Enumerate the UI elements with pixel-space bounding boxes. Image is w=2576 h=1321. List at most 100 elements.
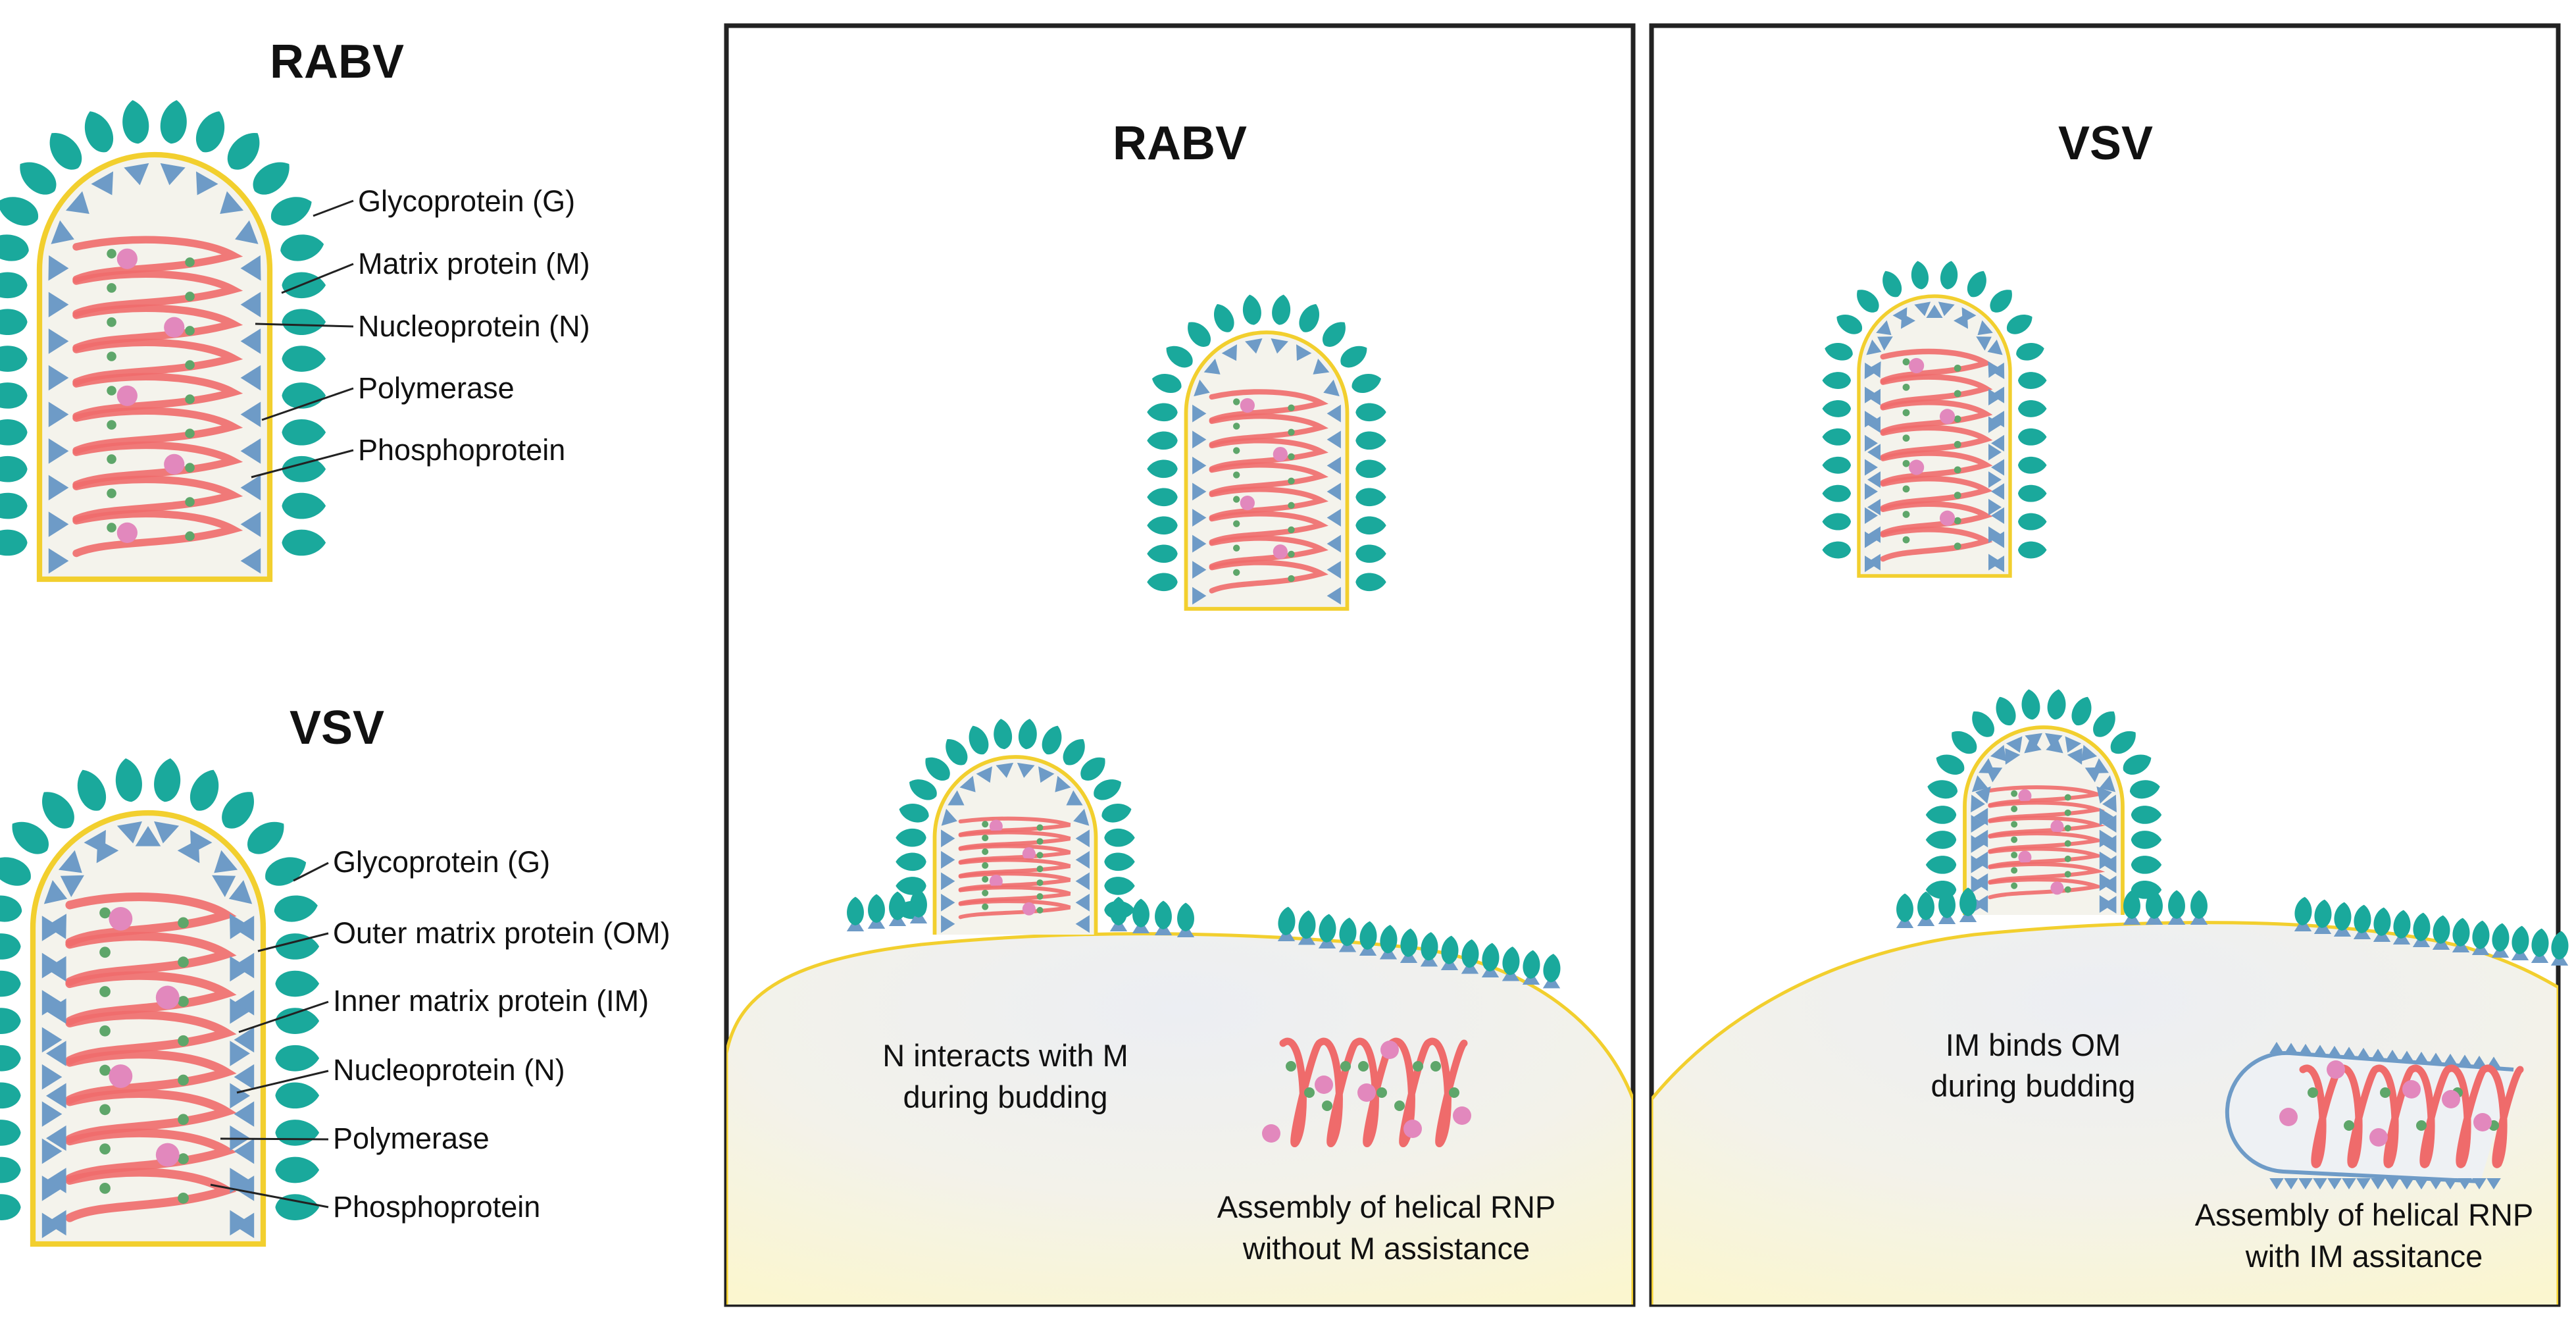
matrix-protein: [2298, 1178, 2313, 1190]
polymerase-dot: [1262, 1124, 1280, 1143]
matrix-protein: [2298, 1043, 2313, 1055]
matrix-protein: [1988, 471, 2002, 488]
polymerase-dot: [1939, 510, 1956, 526]
matrix-protein: [46, 998, 66, 1024]
glycoprotein-spike: [2131, 856, 2162, 874]
matrix-protein: [976, 766, 992, 783]
glycoprotein-spike: [1911, 261, 1929, 290]
glycoprotein-spike: [1355, 544, 1386, 563]
phosphoprotein-dot: [2064, 794, 2071, 801]
matrix-protein: [2284, 1043, 2298, 1054]
glycoprotein-spike: [1355, 516, 1386, 535]
glycoprotein-spike: [1319, 914, 1336, 943]
matrix-protein: [1977, 320, 1993, 336]
glycoprotein-spike: [1359, 921, 1377, 950]
phosphoprotein-dot: [2011, 790, 2018, 797]
rabv-host-cell: [726, 932, 1633, 1305]
rabv-budding-caption-line2: during budding: [903, 1079, 1108, 1114]
phosphoprotein-dot: [1902, 459, 1910, 467]
matrix-protein: [1313, 358, 1330, 375]
phosphoprotein-dot: [1286, 1061, 1296, 1072]
rabv-assembly-caption-line1: Assembly of helical RNP: [1217, 1189, 1556, 1224]
matrix-protein: [240, 365, 261, 391]
polymerase-dot: [1909, 357, 1925, 374]
matrix-protein: [1221, 344, 1237, 361]
glycoprotein-spike: [2018, 541, 2047, 559]
matrix-protein: [2371, 1049, 2385, 1060]
matrix-protein: [60, 875, 84, 898]
glycoprotein-spike: [49, 133, 82, 170]
glycoprotein-spike: [1242, 294, 1261, 325]
matrix-protein: [1971, 835, 1985, 853]
legend-vsv-virion: [0, 758, 320, 1247]
glycoprotein-spike: [1147, 459, 1178, 479]
rnp-coil-turn: [1880, 400, 1993, 435]
matrix-protein: [1938, 301, 1955, 317]
phosphoprotein-dot: [1288, 575, 1295, 583]
phosphoprotein-dot: [2416, 1120, 2427, 1131]
matrix-protein: [2327, 1178, 2342, 1190]
phosphoprotein-dot: [1954, 542, 1961, 550]
phosphoprotein-dot: [99, 907, 111, 919]
rnp-coil-turn: [2408, 1064, 2452, 1168]
polymerase-dot: [1380, 1041, 1399, 1059]
rabv-released-virion: [1147, 294, 1386, 611]
glycoprotein-spike: [0, 933, 21, 960]
phosphoprotein-dot: [1954, 492, 1961, 499]
matrix-protein: [229, 914, 250, 939]
phosphoprotein-dot: [1288, 453, 1295, 460]
rabv-budding-caption-line1: N interacts with M: [882, 1038, 1128, 1073]
matrix-protein: [46, 1083, 66, 1109]
phosphoprotein-dot: [1954, 440, 1961, 448]
matrix-protein: [1867, 444, 1881, 461]
matrix-protein: [2356, 1047, 2371, 1059]
matrix-protein: [1988, 498, 2002, 516]
glycoprotein-spike: [77, 769, 106, 811]
matrix-protein: [1326, 456, 1341, 475]
glycoprotein-spike: [1996, 696, 2016, 725]
rnp-coil-turn: [65, 931, 237, 987]
matrix-protein: [1991, 531, 2004, 548]
matrix-protein: [41, 1101, 63, 1127]
rnp-coil-turn: [65, 893, 237, 947]
rnp-coil-turn: [72, 407, 243, 455]
matrix-protein: [1867, 416, 1881, 433]
matrix-protein: [41, 1064, 63, 1090]
glycoprotein-spike: [1042, 725, 1062, 755]
vsv-panel: VSV IM binds OM during budding Assembly …: [1649, 23, 2569, 1307]
polymerase-dot: [2018, 850, 2032, 864]
glycoprotein-spike: [275, 933, 320, 960]
matrix-protein: [1073, 808, 1090, 826]
legend-vsv-label-glycoprotein: Glycoprotein (G): [333, 845, 550, 879]
matrix-protein: [1192, 534, 1207, 553]
matrix-protein: [2385, 1049, 2400, 1061]
glycoprotein-spike: [909, 779, 937, 800]
glycoprotein-spike: [0, 309, 28, 335]
matrix-protein: [1986, 767, 2003, 783]
glycoprotein-spike: [2413, 912, 2431, 941]
rnp-coil-turn: [1209, 535, 1328, 569]
phosphoprotein-dot: [1902, 383, 1910, 391]
matrix-protein: [996, 762, 1014, 778]
phosphoprotein-dot: [1376, 1087, 1387, 1098]
rnp-coil-turn: [65, 1089, 237, 1144]
glycoprotein-spike: [2131, 831, 2162, 849]
phosphoprotein-dot: [1322, 1101, 1332, 1111]
matrix-protein: [1865, 411, 1878, 428]
matrix-protein: [2284, 1178, 2298, 1190]
matrix-protein: [65, 191, 89, 215]
glycoprotein-spike: [1925, 831, 1957, 849]
polymerase-dot: [2369, 1128, 2388, 1147]
matrix-protein: [1055, 775, 1071, 792]
matrix-protein: [1075, 893, 1090, 912]
polymerase-dot: [2442, 1090, 2460, 1108]
phosphoprotein-dot: [1954, 466, 1961, 474]
polymerase-dot: [2473, 1113, 2492, 1131]
glycoprotein-spike: [1166, 346, 1193, 368]
phosphoprotein-dot: [1954, 517, 1961, 525]
viral-envelope: [1963, 725, 2125, 915]
glycoprotein-spike: [896, 852, 926, 871]
rnp-coil-turn: [1209, 511, 1328, 545]
rnp-coil-turn: [65, 1168, 237, 1222]
glycoprotein-spike: [0, 1008, 21, 1034]
